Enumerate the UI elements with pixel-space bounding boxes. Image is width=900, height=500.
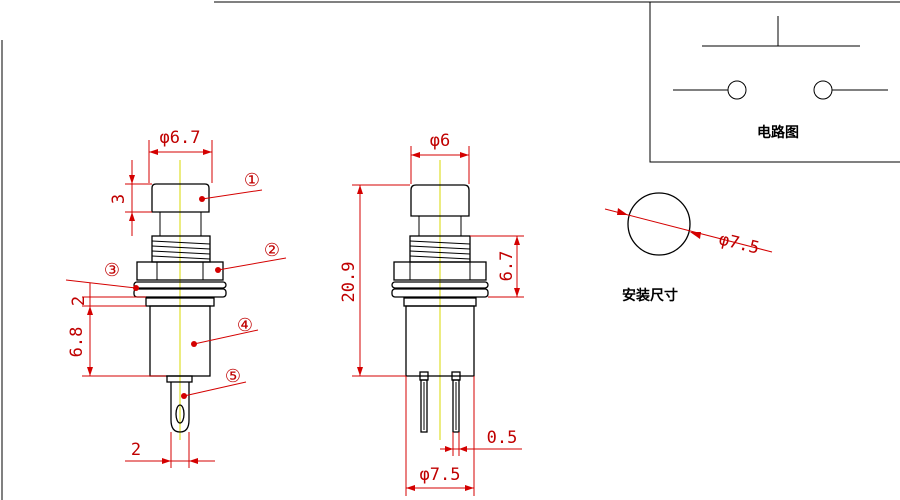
front-flange-height-label: 2 (69, 296, 89, 306)
side-cap-diameter-label: φ6 (430, 131, 450, 151)
svg-text:③: ③ (104, 260, 120, 281)
terminal-circle-left (727, 80, 747, 100)
circuit-diagram-label: 电路图 (757, 124, 799, 141)
callout-4: ④ (191, 315, 259, 347)
front-cap-diameter-label: φ6.7 (160, 128, 201, 148)
svg-text:①: ① (244, 170, 260, 191)
mount-hole-circle (627, 192, 691, 256)
front-terminal-width-label: 2 (131, 440, 141, 460)
svg-text:⑤: ⑤ (225, 366, 241, 387)
side-view: φ6 20.9 6.7 0.5 φ7.5 (339, 131, 524, 496)
mounting-hole-view: φ7.5 安装尺寸 (604, 192, 773, 304)
terminal-circle-right (813, 80, 833, 100)
svg-text:②: ② (264, 240, 280, 261)
side-terminal-thickness-label: 0.5 (487, 428, 518, 448)
callout-2: ② (215, 240, 287, 273)
mounting-size-label: 安装尺寸 (622, 287, 678, 304)
side-thread-lines (409, 240, 471, 260)
front-cap-height-label: 3 (109, 194, 129, 204)
side-thread-length-label: 6.7 (497, 251, 517, 282)
callout-1: ① (199, 170, 263, 202)
side-total-height-label: 20.9 (339, 262, 359, 303)
callout-5: ⑤ (181, 366, 247, 399)
mount-hole-diameter-label: φ7.5 (717, 229, 762, 258)
front-body-height-label: 6.8 (67, 327, 87, 358)
front-view: φ6.7 3 2 6.8 2 ① (65, 128, 287, 468)
callout-3: ③ (65, 260, 139, 291)
front-thread-lines (151, 240, 211, 260)
side-body-diameter-label: φ7.5 (420, 465, 461, 485)
circuit-diagram-panel: 电路图 (649, 2, 900, 163)
svg-text:④: ④ (237, 315, 253, 336)
